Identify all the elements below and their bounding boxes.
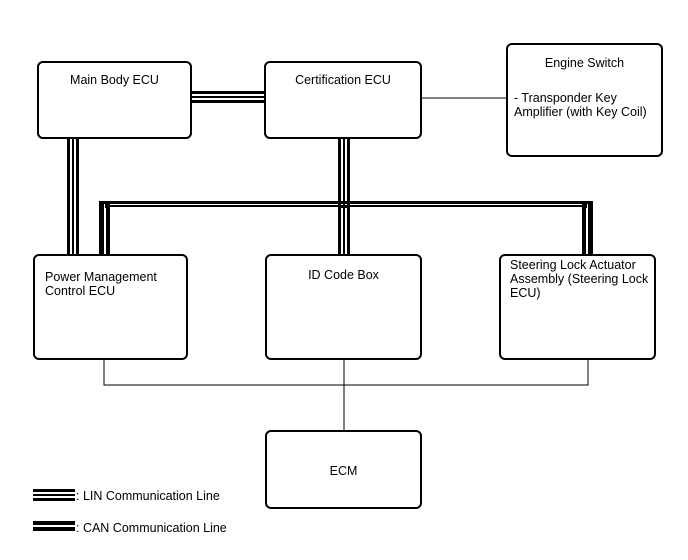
id-code-box: ID Code Box bbox=[265, 254, 422, 360]
legend-lin-sample bbox=[33, 489, 75, 501]
ecm-bus-line bbox=[103, 360, 589, 430]
id-code-box-label: ID Code Box bbox=[308, 268, 379, 282]
engine-switch-box: Engine Switch - Transponder Key Amplifie… bbox=[506, 43, 663, 157]
ecm-label: ECM bbox=[329, 464, 358, 478]
legend-lin-label: : LIN Communication Line bbox=[76, 489, 220, 503]
steering-lock-actuator-label: Steering Lock Actuator Assembly (Steerin… bbox=[510, 258, 649, 300]
legend-can-sample bbox=[33, 521, 75, 531]
power-management-ecu-label: Power Management Control ECU bbox=[45, 270, 157, 298]
lin-line-main-pmc bbox=[67, 139, 79, 254]
power-management-ecu-box: Power Management Control ECU bbox=[33, 254, 188, 360]
certification-ecu-label: Certification ECU bbox=[295, 73, 391, 87]
steering-lock-actuator-box: Steering Lock Actuator Assembly (Steerin… bbox=[499, 254, 656, 360]
engine-switch-detail: - Transponder Key Amplifier (with Key Co… bbox=[514, 91, 647, 119]
engine-switch-title: Engine Switch bbox=[544, 56, 625, 70]
ecm-box: ECM bbox=[265, 430, 422, 509]
can-tree bbox=[99, 139, 593, 254]
main-body-ecu-label: Main Body ECU bbox=[70, 73, 159, 87]
certification-ecu-box: Certification ECU bbox=[264, 61, 422, 139]
main-body-ecu-box: Main Body ECU bbox=[37, 61, 192, 139]
legend-can-label: : CAN Communication Line bbox=[76, 521, 227, 535]
lin-line-main-cert bbox=[192, 91, 264, 103]
